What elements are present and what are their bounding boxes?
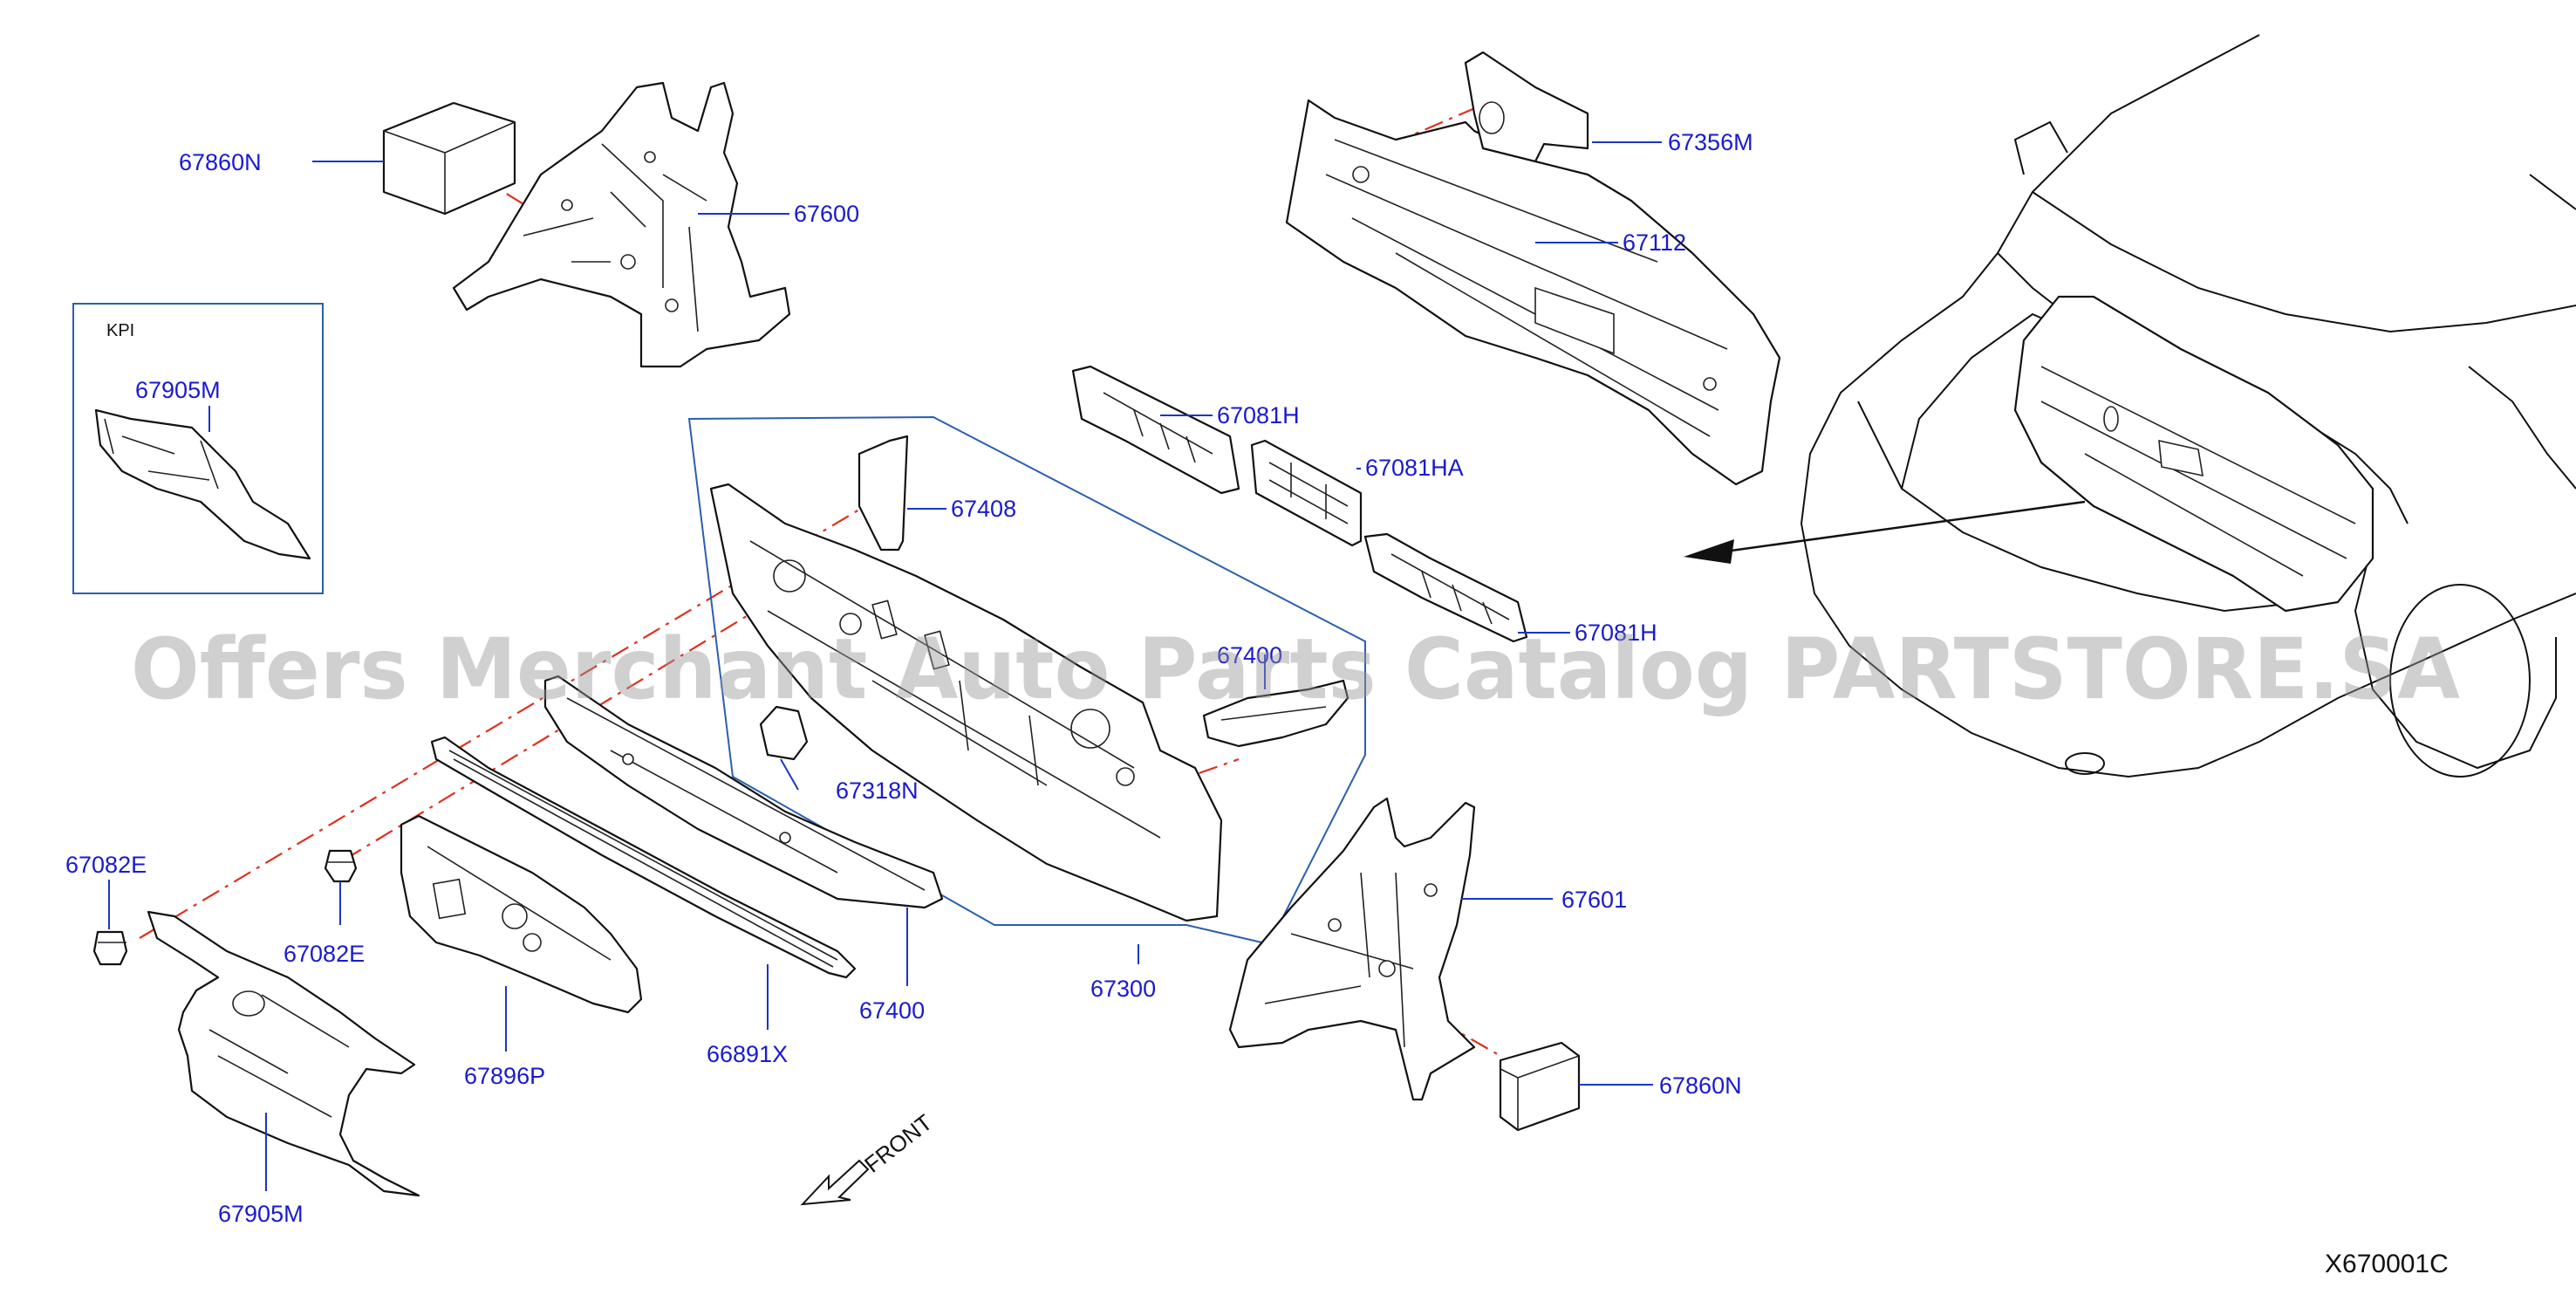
- part-67408: [858, 435, 909, 552]
- part-67318n: [759, 705, 809, 761]
- callout-67860n-top: 67860N: [179, 149, 262, 175]
- callouts: 67860N 67600 67905M 67356M 67112 67081H …: [65, 129, 1753, 1227]
- part-67081ha: [1250, 439, 1363, 547]
- callout-67400: 67400: [859, 997, 925, 1024]
- part-67082e-mid: [324, 849, 358, 883]
- front-label: FRONT: [859, 1109, 937, 1178]
- diagram-code: X670001C: [2325, 1250, 2449, 1278]
- kpi-inset: KPI: [72, 303, 324, 594]
- inset-label: KPI: [106, 321, 134, 340]
- vehicle-overview: [1800, 34, 2576, 778]
- part-67600: [452, 81, 791, 368]
- part-67300: [709, 483, 1223, 922]
- callout-67905m-bottom: 67905M: [218, 1201, 304, 1227]
- callout-67860n-bottom: 67860N: [1659, 1072, 1742, 1099]
- callout-67905m-inset: 67905M: [135, 377, 221, 403]
- callout-67300: 67300: [1090, 976, 1156, 1002]
- callout-67356m: 67356M: [1668, 129, 1753, 155]
- watermark: Offers Merchant Auto Parts Catalog PARTS…: [131, 620, 2460, 718]
- leader-lines: [108, 141, 1662, 1191]
- callout-67081h-bottom: 67081H: [1575, 620, 1657, 646]
- callout-66891x: 66891X: [707, 1041, 788, 1067]
- callout-67082e-mid: 67082E: [284, 941, 365, 967]
- front-indicator: FRONT: [800, 1109, 937, 1206]
- part-67112: [1285, 99, 1781, 486]
- part-67081h-bottom: [1363, 532, 1528, 643]
- part-67601: [1228, 797, 1476, 1101]
- callout-67600: 67600: [794, 201, 859, 227]
- callout-67112: 67112: [1623, 230, 1686, 256]
- part-66891x: [430, 736, 857, 979]
- callout-67896p: 67896P: [464, 1063, 545, 1089]
- callout-67082e-left: 67082E: [65, 852, 147, 878]
- callout-67318n: 67318N: [836, 778, 919, 804]
- part-67860n-bottom: [1499, 1041, 1581, 1132]
- part-67905m-bottom: [147, 910, 420, 1197]
- callout-67081h-top: 67081H: [1217, 402, 1300, 428]
- callout-67081ha: 67081HA: [1365, 455, 1464, 481]
- part-67356m: [1464, 51, 1589, 163]
- part-67860n-top: [382, 101, 516, 216]
- callout-67400-hidden: 67400: [1217, 642, 1282, 668]
- pointer-arrow: [1684, 500, 2086, 564]
- part-67896p: [400, 814, 643, 1014]
- part-67081h-top: [1071, 365, 1240, 495]
- part-67082e-left: [92, 930, 128, 966]
- part-67400-small: [1202, 679, 1349, 748]
- part-67400: [543, 675, 944, 909]
- callout-67408: 67408: [951, 496, 1016, 522]
- callout-67601: 67601: [1561, 887, 1627, 913]
